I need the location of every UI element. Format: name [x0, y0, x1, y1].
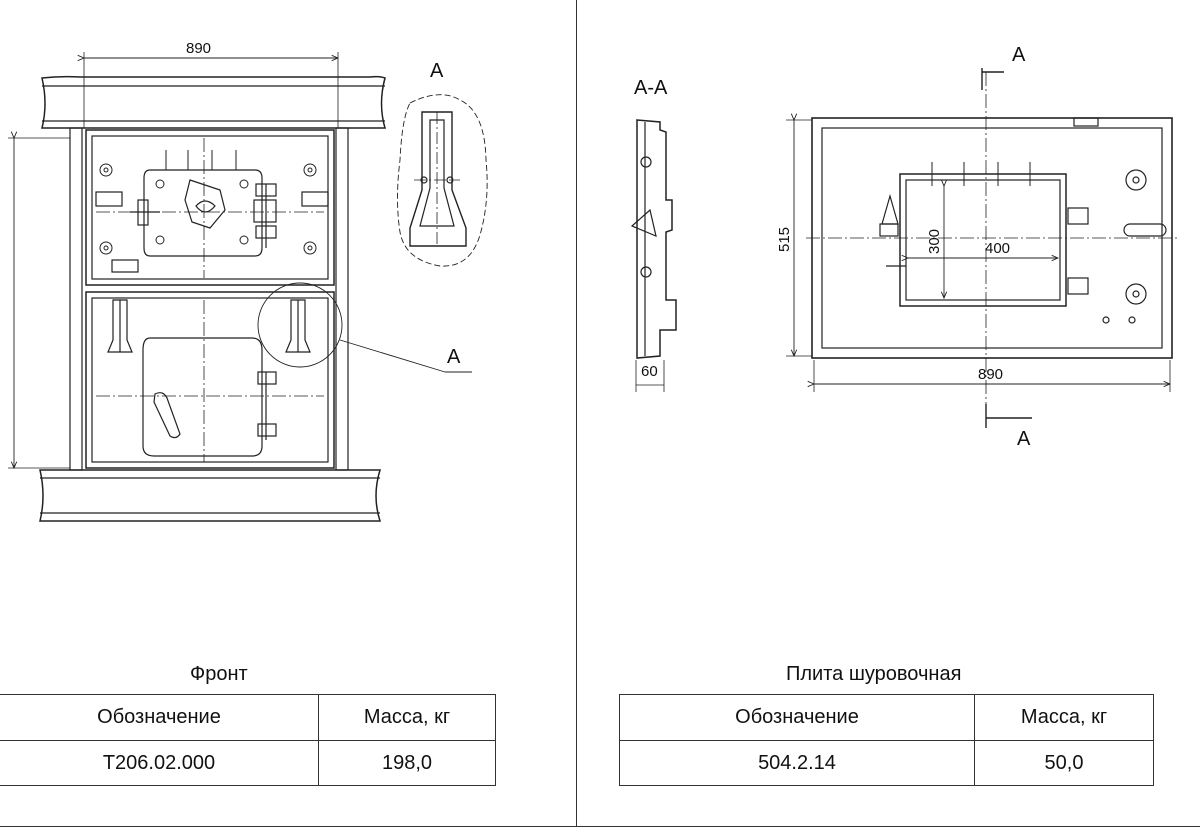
front-cell-mass: 198,0 [318, 740, 496, 786]
dim-890-left: 890 [186, 40, 212, 57]
plate-plan-view [786, 68, 1180, 428]
detail-a-title: А [430, 60, 444, 82]
plate-spec-table: Обозначение Масса, кг 504.2.14 50,0 [619, 694, 1154, 786]
dim-890-right: 890 [978, 366, 1004, 383]
front-spec-table: Обозначение Масса, кг Т206.02.000 198,0 [0, 694, 496, 786]
dim-400: 400 [985, 240, 1011, 257]
plate-header-designation: Обозначение [619, 694, 975, 741]
plate-cell-designation: 504.2.14 [619, 740, 975, 786]
section-aa-view [630, 119, 677, 392]
cut-label-bottom: А [1017, 428, 1031, 450]
dim-60: 60 [641, 363, 658, 380]
cut-label-top: А [1012, 44, 1026, 66]
plate-header-mass: Масса, кг [974, 694, 1154, 741]
section-aa-title: А-А [634, 77, 668, 99]
dim-515: 515 [776, 226, 793, 252]
front-caption: Фронт [190, 663, 248, 685]
dim-1145: 1145 [0, 257, 3, 290]
sheet-divider [576, 0, 577, 826]
plate-caption: Плита шуровочная [786, 663, 962, 685]
front-header-mass: Масса, кг [318, 694, 496, 741]
front-header-designation: Обозначение [0, 694, 319, 741]
front-view [8, 52, 472, 522]
callout-a-label: А [447, 346, 461, 368]
sheet-bottom-border [0, 826, 1200, 827]
plate-cell-mass: 50,0 [974, 740, 1154, 786]
front-cell-designation: Т206.02.000 [0, 740, 319, 786]
detail-a-view [397, 94, 488, 267]
dim-300: 300 [926, 228, 943, 254]
